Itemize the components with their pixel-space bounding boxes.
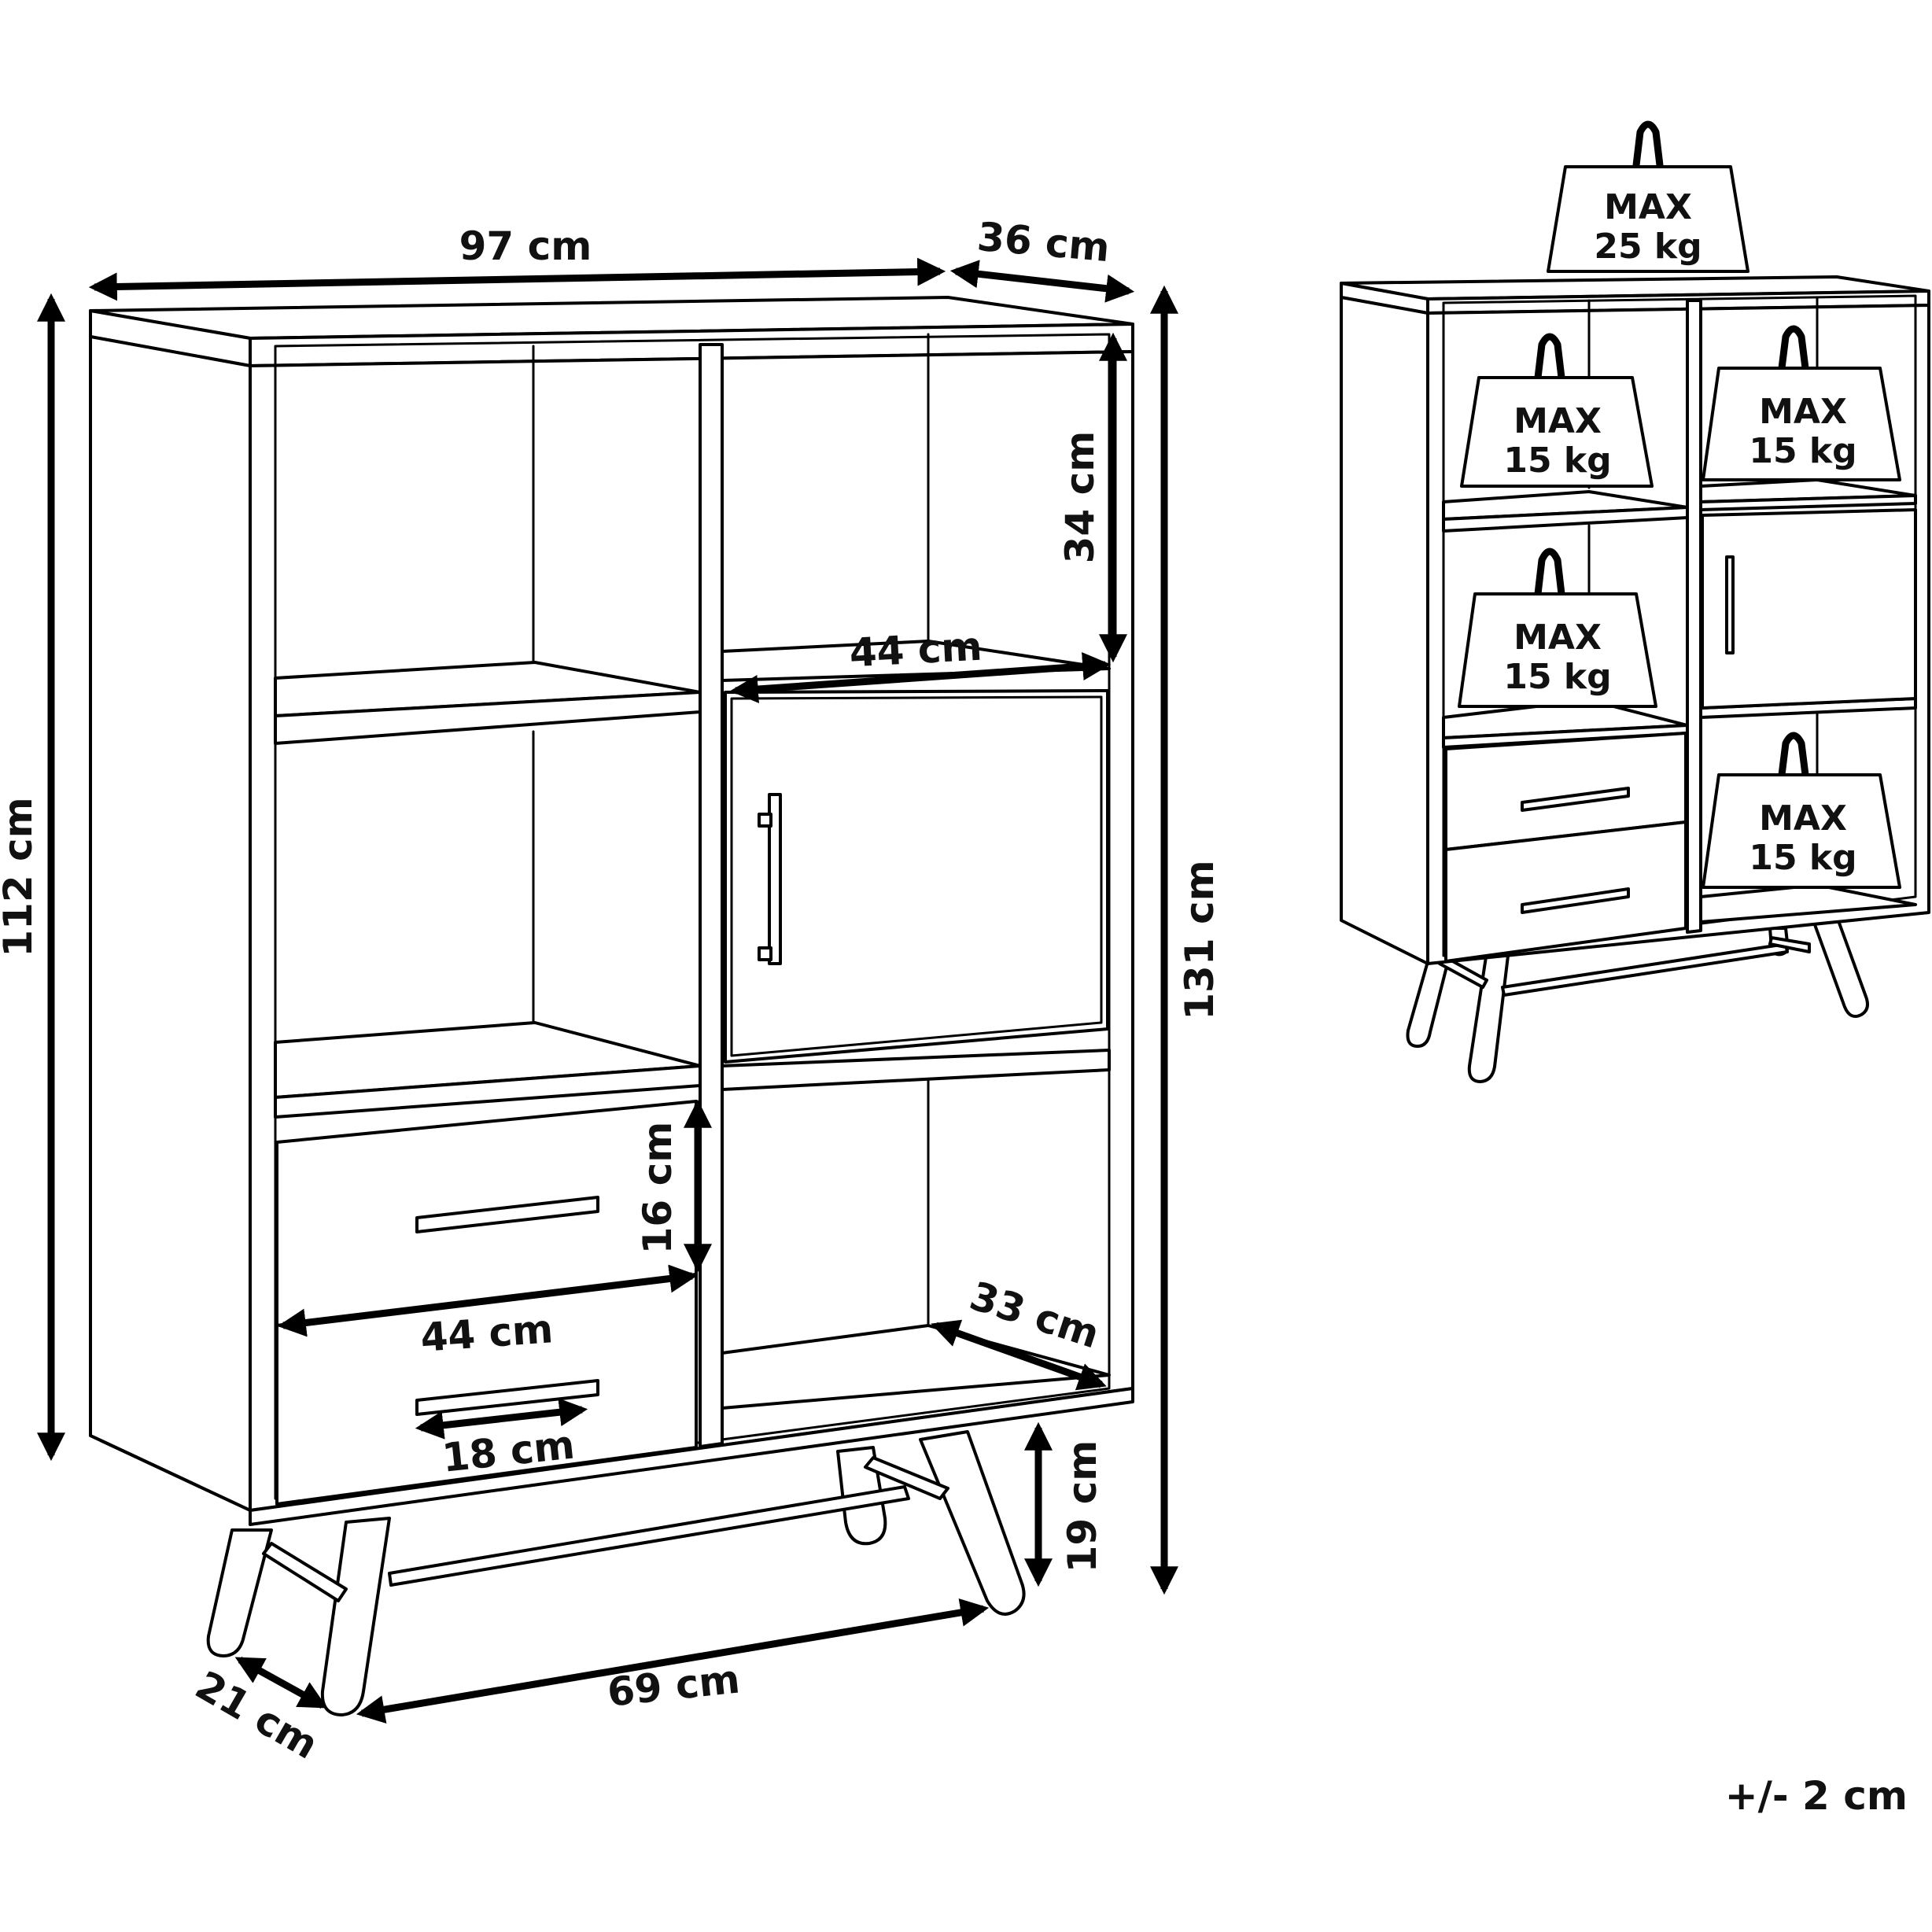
weight-shelf-bottom-right-label: MAX — [1759, 798, 1847, 839]
compartment-height-label: 34 cm — [1057, 431, 1103, 564]
weight-top-value: 25 kg — [1594, 227, 1702, 267]
body-height-label: 112 cm — [0, 797, 41, 957]
cabinet-door — [724, 689, 1109, 1064]
cabinet-top — [89, 296, 1134, 367]
center-divider — [699, 343, 724, 1448]
drawer-height-label: 16 cm — [635, 1122, 680, 1255]
weight-shelf-mid-left-value: 15 kg — [1503, 657, 1611, 697]
leg-depth-label: 21 cm — [188, 1662, 326, 1768]
weight-shelf-top-left-value: 15 kg — [1503, 441, 1611, 481]
drawer-width-label: 44 cm — [419, 1306, 555, 1361]
width-label: 97 cm — [459, 223, 592, 269]
weight-shelf-top-right-label: MAX — [1759, 392, 1847, 432]
cabinet-base — [89, 1387, 1134, 1526]
dimension-arrows — [37, 257, 1178, 1724]
weight-shelf-top-left-label: MAX — [1514, 401, 1602, 441]
weight-shelf-top-right-value: 15 kg — [1749, 431, 1856, 471]
main-cabinet-drawing — [89, 296, 1134, 1716]
total-height-label: 131 cm — [1177, 860, 1222, 1020]
door-width-label: 44 cm — [848, 624, 983, 677]
weight-shelf-top-left: MAX 15 kg — [1460, 333, 1654, 488]
tolerance-note: +/- 2 cm — [1725, 1773, 1908, 1819]
weight-shelf-mid-left: MAX 15 kg — [1458, 548, 1657, 708]
cabinet-legs — [206, 1430, 1026, 1716]
weight-top: MAX 25 kg — [1547, 120, 1749, 273]
weight-top-label: MAX — [1604, 187, 1692, 227]
dimension-labels: 97 cm 36 cm 112 cm 131 cm 34 cm 44 cm 16… — [0, 214, 1222, 1768]
weight-shelf-top-right: MAX 15 kg — [1702, 325, 1901, 481]
depth-label: 36 cm — [975, 214, 1112, 271]
left-side-panel — [89, 335, 252, 1512]
weight-shelf-bottom-right-value: 15 kg — [1749, 838, 1856, 878]
weight-shelf-bottom-right: MAX 15 kg — [1702, 732, 1901, 889]
leg-height-label: 19 cm — [1060, 1440, 1105, 1573]
leg-span-label: 69 cm — [605, 1656, 742, 1715]
weight-shelf-mid-left-label: MAX — [1514, 618, 1602, 658]
